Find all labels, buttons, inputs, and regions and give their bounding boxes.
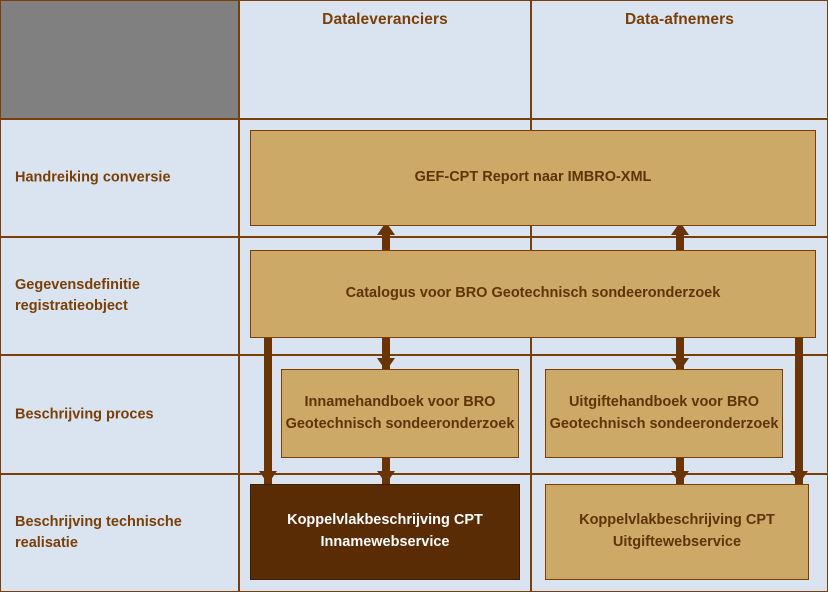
row-label: Beschrijving proces <box>15 405 154 422</box>
box-label: Koppelvlakbeschrijving CPT Uitgiftewebse… <box>579 512 775 550</box>
arrow-innamehandboek-to-koppelvlak-head <box>377 471 395 484</box>
row-label: Handreiking conversie <box>15 169 171 186</box>
box-catalogus[interactable]: Catalogus voor BRO Geotechnisch sondeero… <box>250 250 816 338</box>
box-label: Catalogus voor BRO Geotechnisch sondeero… <box>345 285 721 302</box>
arrow-catalogus-to-koppelvlak-inname-head <box>259 471 277 484</box>
box-gef-cpt-report[interactable]: GEF-CPT Report naar IMBRO-XML <box>250 130 816 226</box>
arrow-catalogus-to-gefcpt-left-shaft <box>382 233 390 260</box>
box-innamehandboek[interactable]: Innamehandboek voor BRO Geotechnisch son… <box>281 369 519 458</box>
box-koppelvlak-inname[interactable]: Koppelvlakbeschrijving CPT Innamewebserv… <box>250 484 520 580</box>
arrow-uitgiftehandboek-to-koppelvlak-head <box>671 471 689 484</box>
arrow-catalogus-to-koppelvlak-uitgifte-shaft <box>795 338 803 484</box>
arrow-catalogus-to-koppelvlak-uitgifte-head <box>790 471 808 484</box>
box-koppelvlak-uitgifte[interactable]: Koppelvlakbeschrijving CPT Uitgiftewebse… <box>545 484 809 580</box>
arrow-catalogus-to-uitgiftehandboek-head <box>671 358 689 371</box>
box-label: GEF-CPT Report naar IMBRO-XML <box>414 169 652 186</box>
row-label-cell-beschrijving-technische-realisatie: Beschrijving technische realisatie <box>0 474 239 592</box>
arrow-catalogus-to-innamehandboek-shaft <box>382 338 390 371</box>
arrow-catalogus-to-innamehandboek-head <box>377 358 395 371</box>
arrow-catalogus-to-uitgiftehandboek-shaft <box>676 338 684 371</box>
box-uitgiftehandboek[interactable]: Uitgiftehandboek voor BRO Geotechnisch s… <box>545 369 783 458</box>
row-label-cell-gegevensdefinitie: Gegevensdefinitie registratieobject <box>0 237 239 355</box>
corner-block <box>0 0 239 119</box>
column-header-dataleveranciers: Dataleveranciers <box>239 0 531 119</box>
box-label: Innamehandboek voor BRO Geotechnisch son… <box>285 393 515 432</box>
column-header-label: Data-afnemers <box>625 11 734 28</box>
row-label: Gegevensdefinitie registratieobject <box>15 276 140 314</box>
box-label: Koppelvlakbeschrijving CPT Innamewebserv… <box>287 512 483 550</box>
row-label-cell-handreiking-conversie: Handreiking conversie <box>0 119 239 237</box>
arrow-catalogus-to-koppelvlak-inname-shaft <box>264 338 272 484</box>
row-label-cell-beschrijving-proces: Beschrijving proces <box>0 355 239 474</box>
column-header-label: Dataleveranciers <box>322 11 448 28</box>
column-header-data-afnemers: Data-afnemers <box>531 0 828 119</box>
arrow-catalogus-to-gefcpt-right-shaft <box>676 233 684 260</box>
row-label: Beschrijving technische realisatie <box>15 513 182 551</box>
box-label: Uitgiftehandboek voor BRO Geotechnisch s… <box>549 393 779 432</box>
